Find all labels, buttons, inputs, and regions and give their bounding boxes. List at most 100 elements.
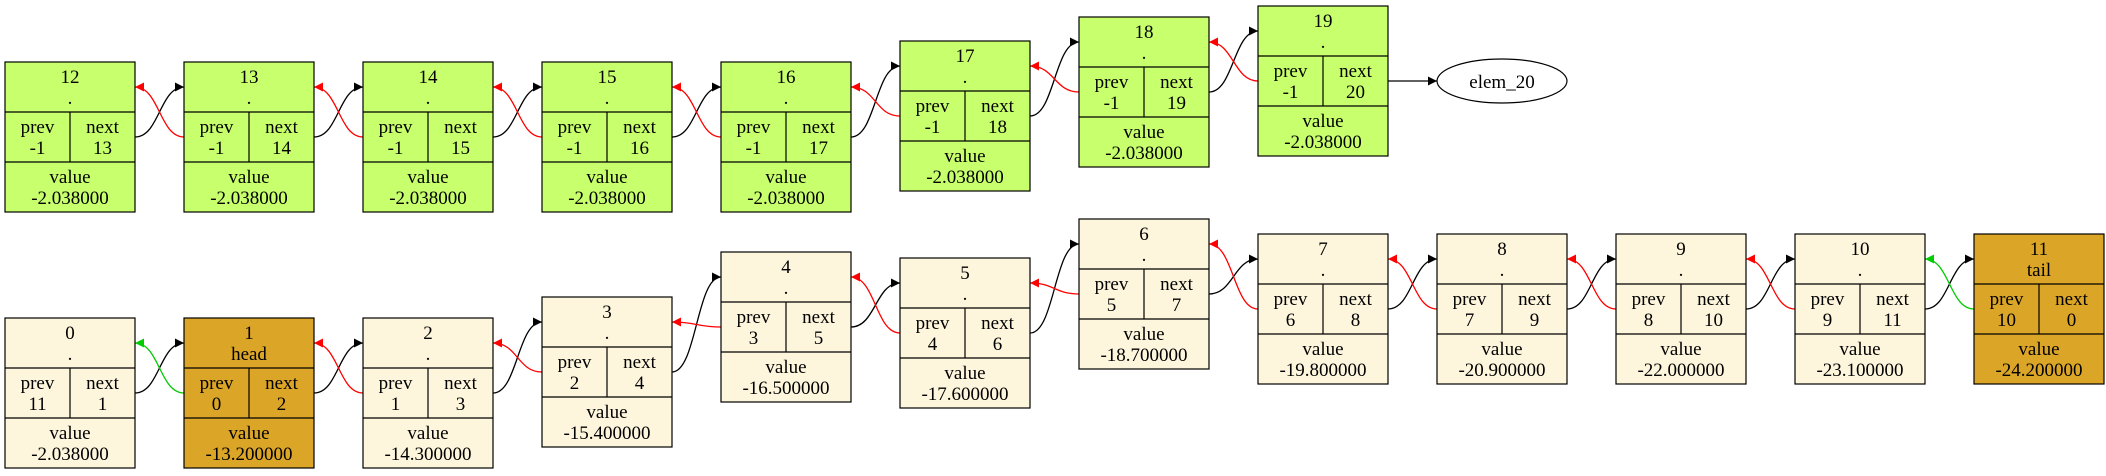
node-tag: . (1142, 245, 1147, 266)
next-label: next (623, 352, 656, 373)
node-value: -2.038000 (31, 188, 109, 209)
node-id: 18 (1135, 22, 1154, 43)
next-value: 7 (1172, 295, 1182, 316)
node-id: 7 (1318, 239, 1328, 260)
node-tag: . (1500, 260, 1505, 281)
node-id: 9 (1676, 239, 1686, 260)
value-label: value (49, 423, 90, 444)
prev-label: prev (379, 117, 413, 138)
node-id: 14 (419, 67, 439, 88)
prev-value: 2 (570, 373, 580, 394)
prev-label: prev (200, 117, 234, 138)
prev-value: -1 (30, 138, 46, 159)
prev-edge (134, 338, 185, 394)
next-label: next (623, 117, 656, 138)
node-tag: . (68, 88, 73, 109)
node-tag: . (605, 88, 610, 109)
next-label: next (1339, 289, 1372, 310)
prev-value: 10 (1997, 310, 2016, 331)
value-label: value (1302, 111, 1343, 132)
prev-value: -1 (388, 138, 404, 159)
node-tag: . (963, 284, 968, 305)
prev-label: prev (737, 307, 771, 328)
node-id: 10 (1851, 239, 1870, 260)
next-value: 14 (272, 138, 292, 159)
prev-edge (313, 338, 364, 394)
value-label: value (765, 357, 806, 378)
value-label: value (407, 423, 448, 444)
node-value: -2.038000 (389, 188, 467, 209)
prev-value: 6 (1286, 310, 1296, 331)
next-label: next (86, 117, 119, 138)
next-value: 4 (635, 373, 645, 394)
prev-edge (1208, 37, 1259, 82)
next-label: next (444, 373, 477, 394)
value-label: value (586, 402, 627, 423)
prev-value: 1 (391, 394, 401, 415)
next-label: next (86, 373, 119, 394)
next-value: 13 (93, 138, 112, 159)
prev-label: prev (1811, 289, 1845, 310)
next-label: next (1697, 289, 1730, 310)
node-id: 0 (65, 323, 75, 344)
next-value: 10 (1704, 310, 1723, 331)
prev-value: -1 (746, 138, 762, 159)
node-value: -2.038000 (1105, 143, 1183, 164)
node-tag: . (963, 67, 968, 88)
next-value: 6 (993, 334, 1003, 355)
terminal-ellipse (1436, 58, 1568, 104)
next-label: next (1160, 274, 1193, 295)
node-tag: . (1858, 260, 1863, 281)
node-id: 13 (240, 67, 259, 88)
terminal-node: elem_20 (1436, 58, 1568, 104)
node-value: -24.200000 (1995, 360, 2082, 381)
node-tag: . (68, 344, 73, 365)
node-value: -17.600000 (921, 384, 1008, 405)
next-label: next (802, 307, 835, 328)
node-tag: . (426, 344, 431, 365)
prev-label: prev (1095, 274, 1129, 295)
value-label: value (2018, 339, 2059, 360)
prev-label: prev (379, 373, 413, 394)
value-label: value (1123, 324, 1164, 345)
node-value: -23.100000 (1816, 360, 1903, 381)
prev-label: prev (1990, 289, 2024, 310)
prev-edge (1387, 254, 1438, 310)
next-label: next (1518, 289, 1551, 310)
node-value: -2.038000 (926, 167, 1004, 188)
prev-value: -1 (1283, 82, 1299, 103)
node-value: -2.038000 (1284, 132, 1362, 153)
prev-label: prev (558, 117, 592, 138)
next-label: next (1876, 289, 1909, 310)
prev-value: 8 (1644, 310, 1654, 331)
node-value: -16.500000 (742, 378, 829, 399)
node-id: 12 (61, 67, 80, 88)
next-value: 0 (2067, 310, 2077, 331)
node-tag: . (1321, 260, 1326, 281)
prev-edge (1029, 61, 1080, 93)
node-tag: . (605, 323, 610, 344)
value-label: value (228, 423, 269, 444)
prev-edge (850, 82, 901, 117)
next-value: 16 (630, 138, 649, 159)
next-value: 11 (1883, 310, 1901, 331)
prev-value: 11 (28, 394, 46, 415)
node-id: 11 (2030, 239, 2048, 260)
node-value: -14.300000 (384, 444, 471, 465)
next-label: next (2055, 289, 2088, 310)
prev-edge (313, 82, 364, 138)
node-tag: . (426, 88, 431, 109)
node-tag: tail (2027, 260, 2051, 281)
prev-value: 7 (1465, 310, 1475, 331)
prev-value: 0 (212, 394, 222, 415)
node-value: -22.000000 (1637, 360, 1724, 381)
node-id: 6 (1139, 224, 1149, 245)
